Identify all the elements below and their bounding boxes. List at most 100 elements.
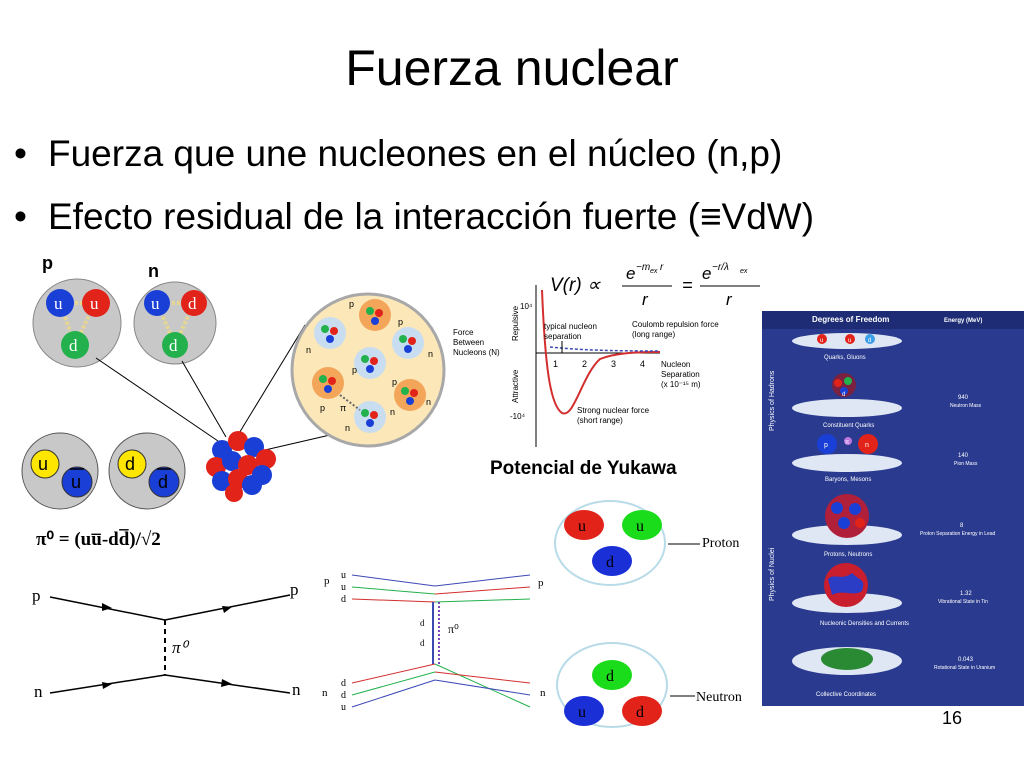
label-n-in: n bbox=[34, 682, 43, 701]
quark-line bbox=[351, 671, 436, 696]
neutron-caption: Neutron bbox=[696, 690, 742, 705]
bullet-1-text: Fuerza que une nucleones en el núcleo (n… bbox=[48, 133, 783, 174]
x-axis-title: Separation bbox=[661, 370, 700, 379]
exchange-quark: d bbox=[420, 638, 425, 648]
x-axis-title: (x 10⁻¹⁵ m) bbox=[661, 380, 701, 389]
row-energy: 0.043 bbox=[958, 657, 974, 663]
quark-u1 bbox=[46, 289, 74, 317]
quark-d2 bbox=[162, 332, 188, 358]
pion-formula: π⁰ = (uu̅-dd̅)/√2 bbox=[36, 529, 161, 550]
row-energy-label: Proton Separation Energy in Lead bbox=[920, 531, 996, 537]
label-p-in: p bbox=[32, 586, 41, 605]
x-tick: 1 bbox=[553, 359, 558, 369]
antiquark-label: d bbox=[158, 472, 168, 492]
row-caption: Protons, Neutrons bbox=[824, 552, 872, 558]
bullet-2: • Efecto residual de la interacción fuert… bbox=[14, 195, 814, 239]
attractive-label: Attractive bbox=[511, 369, 520, 403]
bullet-1: • Fuerza que une nucleones en el núcleo (… bbox=[14, 132, 782, 176]
zoom-label: p bbox=[320, 403, 325, 413]
glyph: p bbox=[824, 442, 828, 449]
exchange-label: π⁰ bbox=[448, 622, 459, 636]
glyph: u bbox=[820, 338, 823, 344]
quark-label: d bbox=[341, 678, 346, 689]
zoom-label: p bbox=[392, 377, 397, 387]
nucleus-cluster bbox=[206, 431, 276, 502]
quark-label: d bbox=[188, 294, 197, 313]
label-pion: π⁰ bbox=[172, 638, 190, 657]
label-n: n bbox=[322, 687, 328, 699]
annotation-coulomb: (long range) bbox=[632, 330, 675, 339]
quark-line bbox=[351, 679, 436, 708]
exchange-quark: d bbox=[420, 618, 425, 628]
quark-u bbox=[564, 510, 604, 540]
zoom-label: π bbox=[340, 403, 346, 413]
glyph: u bbox=[848, 338, 851, 344]
yukawa-caption: Potencial de Yukawa bbox=[490, 458, 677, 479]
formula-exp1-tail: r bbox=[660, 262, 664, 273]
formula-num1: e bbox=[626, 264, 635, 283]
row-energy-label: Pion Mass bbox=[954, 461, 978, 467]
label-p: p bbox=[324, 575, 330, 587]
glyph: d bbox=[842, 392, 845, 398]
quark-label: d bbox=[341, 594, 346, 605]
row-collective: Collective Coordinates 0.043 Rotational … bbox=[792, 647, 995, 698]
quark-label: d bbox=[169, 336, 178, 355]
quark-u2 bbox=[82, 289, 110, 317]
quark-label: u bbox=[341, 582, 346, 593]
bullet-glyph: • bbox=[14, 133, 27, 174]
label-p-out: p bbox=[290, 580, 299, 599]
quark-label: u bbox=[578, 518, 586, 535]
bullet-2-text: Efecto residual de la interacción fuerte… bbox=[48, 196, 815, 237]
zoom-line bbox=[95, 357, 219, 442]
annotation-strong: Strong nuclear force bbox=[577, 406, 650, 415]
quark-u bbox=[30, 449, 60, 479]
arrow-icon bbox=[222, 606, 232, 613]
row-energy: 940 bbox=[958, 395, 969, 401]
quark-label: u bbox=[341, 570, 346, 581]
annotation-strong: (short range) bbox=[577, 416, 623, 425]
strong-force-curve bbox=[541, 289, 661, 415]
formula-equals: = bbox=[682, 275, 693, 295]
formula-exp1-sub: ex bbox=[650, 268, 658, 275]
quark-line bbox=[434, 671, 531, 684]
zoom-line bbox=[181, 360, 227, 438]
arrow-icon bbox=[102, 603, 112, 611]
quark-label: u bbox=[151, 294, 160, 313]
quark-label: d bbox=[606, 668, 614, 685]
formula-exp2: −r/λ bbox=[712, 262, 729, 273]
glyph: n bbox=[865, 442, 869, 449]
arrow-icon bbox=[102, 682, 112, 689]
yukawa-formula: V(r) ∝ e −m ex r r = e −r/λ ex r bbox=[550, 262, 760, 309]
row-energy-label: Rotational State in Uranium bbox=[934, 665, 995, 671]
annotation-typical: typical nucleon bbox=[544, 322, 597, 331]
bullet-glyph: • bbox=[14, 196, 27, 237]
quark-u bbox=[622, 510, 662, 540]
antiquark-u bbox=[61, 466, 93, 498]
y-axis-title: Nucleons (N) bbox=[453, 348, 500, 357]
formula-lhs: V(r) ∝ bbox=[550, 275, 601, 296]
quark-line bbox=[434, 679, 531, 696]
row-caption: Constituent Quarks bbox=[823, 423, 874, 429]
glyph: π bbox=[845, 440, 849, 446]
antiquark-label: u bbox=[71, 472, 81, 492]
coulomb-curve bbox=[549, 346, 659, 352]
side-label-bottom: Physics of Nuclei bbox=[769, 547, 776, 601]
quark-d bbox=[592, 546, 632, 576]
annotation-typical: separation bbox=[544, 332, 581, 341]
row-caption: Nucleonic Densities and Currents bbox=[820, 621, 909, 627]
header-right: Energy (MeV) bbox=[944, 318, 982, 324]
quark-d bbox=[592, 660, 632, 690]
y-tick: -10⁴ bbox=[510, 412, 526, 421]
glyph: d bbox=[868, 338, 871, 344]
quark-u bbox=[564, 696, 604, 726]
zoom-label: p bbox=[349, 299, 354, 309]
zoom-label: n bbox=[345, 423, 350, 433]
zoom-line bbox=[264, 434, 331, 451]
quark-label: d bbox=[69, 336, 78, 355]
zoom-label: p bbox=[398, 317, 403, 327]
quark-line bbox=[434, 663, 531, 708]
proton-caption: Proton bbox=[702, 536, 739, 551]
panel-header bbox=[762, 311, 1024, 329]
row-constituent: d Constituent Quarks 940 Neutron Mass bbox=[792, 373, 982, 429]
zoom-label: n bbox=[428, 349, 433, 359]
